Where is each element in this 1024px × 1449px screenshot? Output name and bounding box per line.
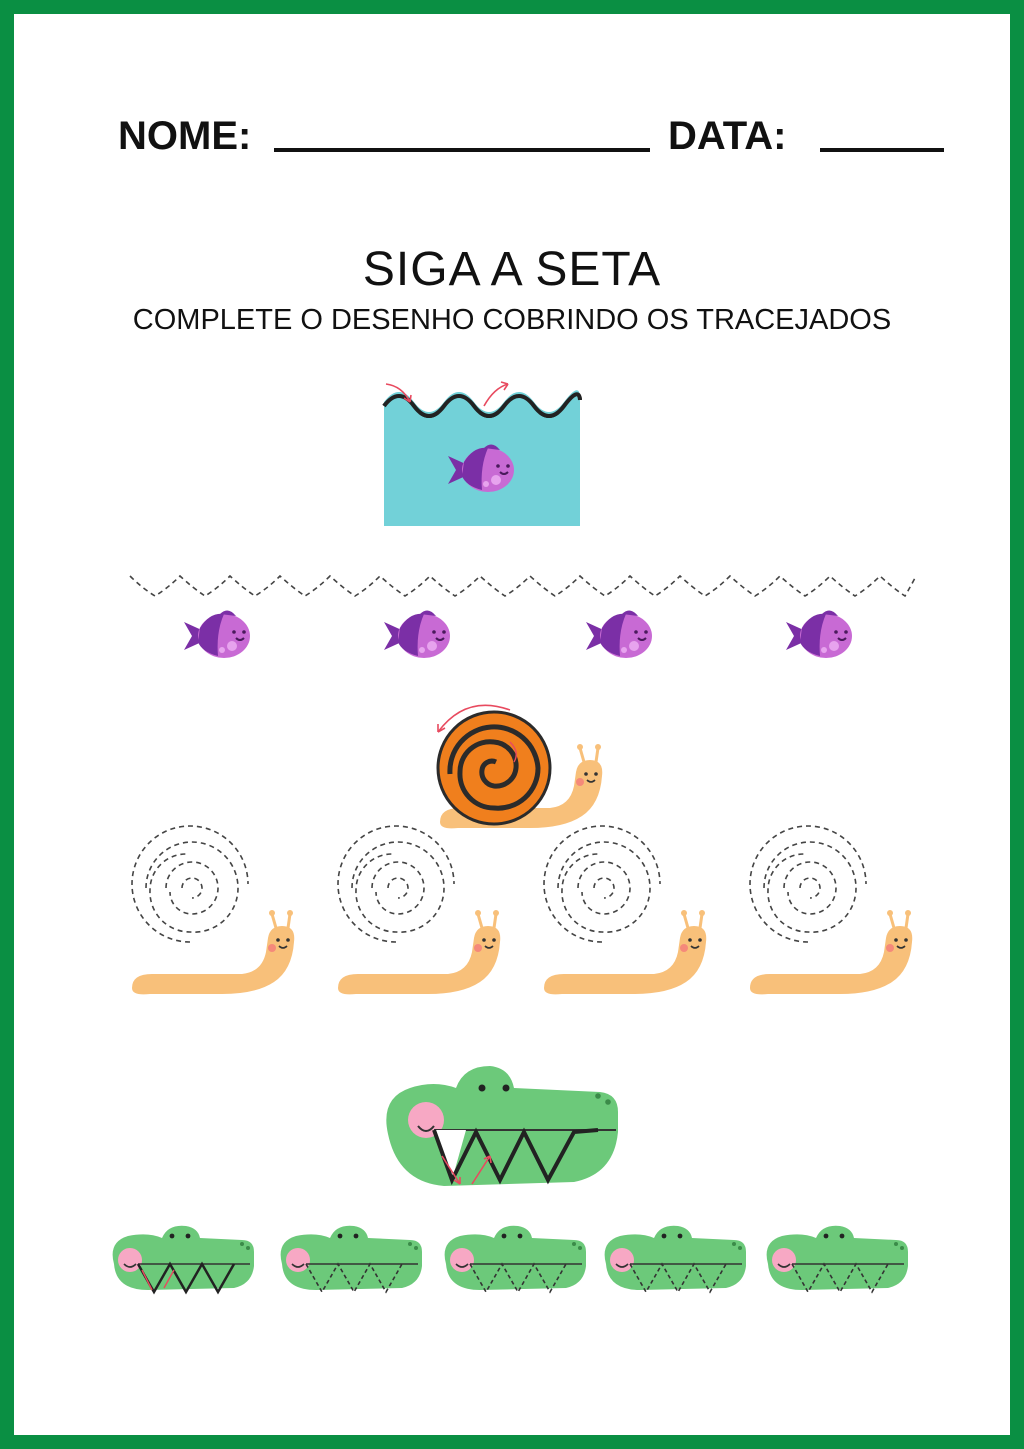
page-title: SIGA A SETA [362,243,662,296]
date-label: DATA: [668,114,787,158]
snail-icon [748,908,914,996]
name-field-line[interactable] [274,148,650,152]
crocodile-icon [111,1224,255,1291]
arrow-icon [441,1155,492,1185]
crocodile-icon [443,1224,587,1291]
fish-icon [383,609,451,659]
arrow-icon [385,383,412,403]
page-subtitle: COMPLETE O DESENHO COBRINDO OS TRACEJADO… [132,304,892,336]
fish-icon [183,609,251,659]
arrow-icon [509,741,517,763]
date-field-line[interactable] [820,148,944,152]
snail-model [436,704,604,830]
tracing-artwork [111,381,917,1295]
wave-practice[interactable] [129,574,917,598]
crocodile-model [386,1066,618,1186]
crocodile-icon [603,1224,747,1291]
crocodile-icon [279,1224,423,1291]
wave-model [382,381,582,526]
arrow-icon [483,381,509,407]
crocodile-practice-3[interactable] [443,1224,587,1294]
worksheet-header: NOME: DATA: [106,114,946,170]
snail-icon [336,908,502,996]
fish-icon [585,609,653,659]
snail-practice-2[interactable] [336,825,502,996]
name-label: NOME: [118,114,252,158]
snail-icon [130,908,296,996]
fish-icon [785,609,853,659]
arrow-icon [437,704,511,733]
snail-practice-3[interactable] [542,825,708,996]
snail-icon [542,908,708,996]
crocodile-icon [765,1224,909,1291]
snail-practice-1[interactable] [130,825,296,996]
snail-practice-4[interactable] [748,825,914,996]
crocodile-practice-1[interactable] [111,1224,255,1295]
crocodile-practice-2[interactable] [279,1224,423,1294]
crocodile-practice-5[interactable] [765,1224,909,1294]
crocodile-practice-4[interactable] [603,1224,747,1294]
